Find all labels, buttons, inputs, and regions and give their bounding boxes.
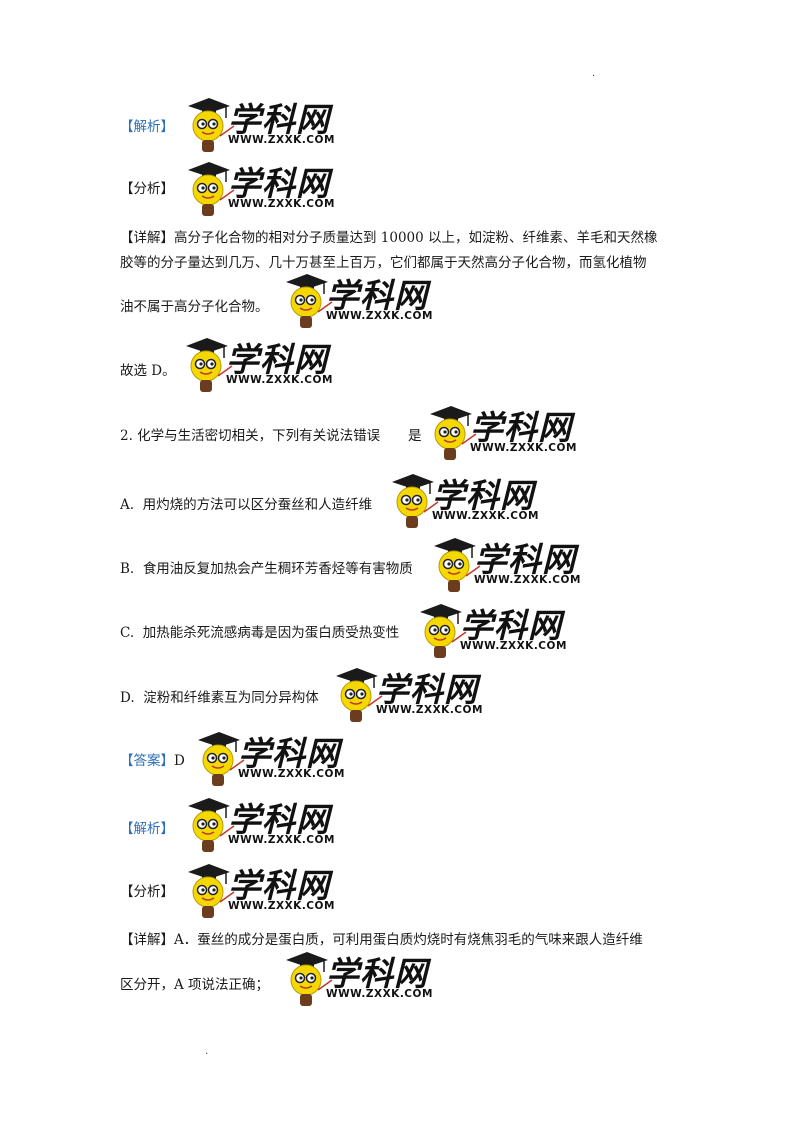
logo-url: WWW.ZXXK.COM (432, 510, 539, 522)
logo-text: 学科网 (326, 276, 428, 315)
detail-paragraph-line: 【详解】高分子化合物的相对分子质量达到 10000 以上，如淀粉、纤维素、羊毛和… (120, 229, 658, 247)
mascot-icon (188, 864, 235, 918)
option-letter: C. (120, 625, 135, 641)
mascot-icon (286, 952, 333, 1006)
logo-text: 学科网 (228, 800, 330, 839)
mascot-icon (420, 604, 467, 658)
mascot-icon (336, 668, 383, 722)
logo-url: WWW.ZXXK.COM (228, 134, 335, 146)
detail-text: 区分开，A 项说法正确； (120, 977, 270, 993)
detail-text: A．蚕丝的成分是蛋白质，可利用蛋白质灼烧时有烧焦羽毛的气味来跟人造纤维 (174, 932, 643, 948)
mascot-icon (188, 162, 235, 216)
mascot-icon (430, 406, 477, 460)
answer-line: 【答案】D (120, 752, 185, 770)
question-stem: 2. 化学与生活密切相关，下列有关说法错误 (120, 428, 381, 444)
logo-text: 学科网 (470, 408, 572, 447)
fenxi-label: 【分析】 (120, 884, 174, 900)
logo-url: WWW.ZXXK.COM (470, 442, 577, 454)
detail-label: 【详解】 (120, 230, 174, 246)
mascot-icon (286, 274, 333, 328)
logo-url: WWW.ZXXK.COM (228, 834, 335, 846)
mascot-icon (434, 538, 481, 592)
logo-url: WWW.ZXXK.COM (460, 640, 567, 652)
fenxi-label: 【分析】 (120, 181, 174, 197)
logo-text: 学科网 (226, 340, 328, 379)
logo-text: 学科网 (326, 954, 428, 993)
logo-text: 学科网 (228, 866, 330, 905)
option-text: 用灼烧的方法可以区分蚕丝和人造纤维 (142, 497, 373, 513)
mascot-icon (188, 798, 235, 852)
logo-url: WWW.ZXXK.COM (228, 198, 335, 210)
question-stem-end: 是 (408, 428, 422, 444)
logo-url: WWW.ZXXK.COM (376, 704, 483, 716)
option-text: 淀粉和纤维素互为同分异构体 (143, 690, 319, 706)
logo-url: WWW.ZXXK.COM (326, 310, 433, 322)
logo-text: 学科网 (238, 734, 340, 773)
mascot-icon (188, 98, 235, 152)
analysis-label: 【解析】 (120, 119, 174, 135)
logo-url: WWW.ZXXK.COM (228, 900, 335, 912)
header-dot: . (592, 68, 596, 79)
option-b: B. 食用油反复加热会产生稠环芳香烃等有害物质 (120, 560, 413, 578)
logo-text: 学科网 (432, 476, 534, 515)
mascot-icon (392, 474, 439, 528)
logo-text: 学科网 (460, 606, 562, 645)
logo-url: WWW.ZXXK.COM (238, 768, 345, 780)
conclusion-text: 故选 D。 (120, 363, 176, 379)
option-text: 加热能杀死流感病毒是因为蛋白质受热变性 (142, 625, 400, 641)
option-letter: A. (120, 497, 135, 513)
mascot-icon (198, 732, 245, 786)
option-letter: B. (120, 561, 135, 577)
option-c: C. 加热能杀死流感病毒是因为蛋白质受热变性 (120, 624, 399, 642)
logo-url: WWW.ZXXK.COM (326, 988, 433, 1000)
option-a: A. 用灼烧的方法可以区分蚕丝和人造纤维 (120, 496, 372, 514)
logo-text: 学科网 (376, 670, 478, 709)
answer-label: 【答案】 (120, 753, 174, 769)
detail-paragraph-line: 【详解】A．蚕丝的成分是蛋白质，可利用蛋白质灼烧时有烧焦羽毛的气味来跟人造纤维 (120, 931, 643, 949)
option-letter: D. (120, 690, 135, 706)
option-text: 食用油反复加热会产生稠环芳香烃等有害物质 (142, 561, 413, 577)
logo-text: 学科网 (228, 164, 330, 203)
option-d: D. 淀粉和纤维素互为同分异构体 (120, 689, 319, 707)
analysis-label: 【解析】 (120, 821, 174, 837)
logo-url: WWW.ZXXK.COM (226, 374, 333, 386)
logo-text: 学科网 (474, 540, 576, 579)
logo-text: 学科网 (228, 100, 330, 139)
detail-text: 胶等的分子量达到几万、几十万甚至上百万，它们都属于天然高分子化合物，而氢化植物 (120, 255, 647, 271)
logo-url: WWW.ZXXK.COM (474, 574, 581, 586)
mascot-icon (186, 338, 233, 392)
detail-text: 油不属于高分子化合物。 (120, 299, 269, 315)
answer-value: D (174, 753, 185, 769)
footer-dot: . (205, 1046, 209, 1057)
detail-label: 【详解】 (120, 932, 174, 948)
detail-text: 高分子化合物的相对分子质量达到 10000 以上，如淀粉、纤维素、羊毛和天然橡 (174, 230, 658, 246)
